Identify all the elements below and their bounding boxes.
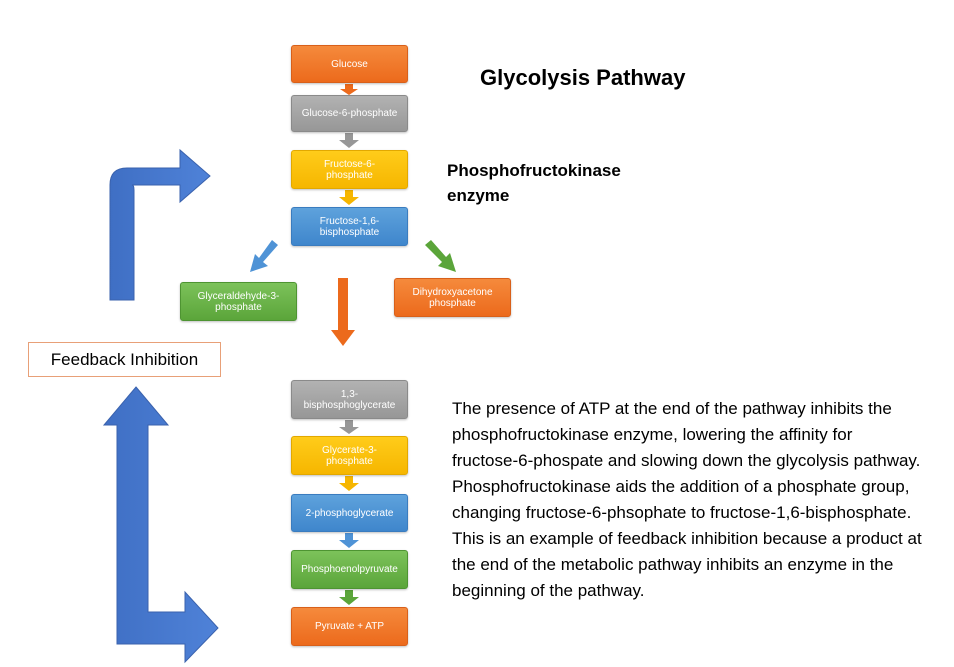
arrow-bpg-to-g3 xyxy=(339,420,359,434)
arrow-to-glyceraldehyde xyxy=(250,240,278,272)
arrow-glucose-to-g6p xyxy=(340,84,358,95)
feedback-arrow-upper xyxy=(109,148,211,301)
enzyme-label: Phosphofructokinase enzyme xyxy=(447,161,621,205)
step-fructose-6-phosphate: Fructose-6- phosphate xyxy=(291,150,408,189)
step-dihydroxyacetone-phosphate: Dihydroxyacetone phosphate xyxy=(394,278,511,317)
arrow-g3-to-2pg xyxy=(339,476,359,491)
feedback-inhibition-label: Feedback Inhibition xyxy=(28,342,221,377)
step-2-phosphoglycerate: 2-phosphoglycerate xyxy=(291,494,408,532)
step-arrows xyxy=(250,84,456,605)
arrow-pep-to-pyruvate xyxy=(339,590,359,605)
step-glucose-6-phosphate: Glucose-6-phosphate xyxy=(291,95,408,132)
step-glucose: Glucose xyxy=(291,45,408,83)
explanation-text: The presence of ATP at the end of the pa… xyxy=(452,399,922,600)
arrow-f6p-to-f16bp xyxy=(339,190,359,205)
feedback-arrow-lower xyxy=(102,386,219,664)
arrow-2pg-to-pep xyxy=(339,533,359,548)
step-glyceraldehyde-3-phosphate: Glyceraldehyde-3- phosphate xyxy=(180,282,297,321)
step-glycerate-3-phosphate: Glycerate-3- phosphate xyxy=(291,436,408,475)
step-1-3-bisphosphoglycerate: 1,3- bisphosphoglycerate xyxy=(291,380,408,419)
arrow-long-down xyxy=(331,278,355,346)
arrow-g6p-to-f6p xyxy=(339,133,359,148)
step-fructose-1-6-bisphosphate: Fructose-1,6- bisphosphate xyxy=(291,207,408,246)
arrow-to-dihydroxyacetone xyxy=(425,240,456,272)
step-pyruvate-atp: Pyruvate + ATP xyxy=(291,607,408,646)
step-phosphoenolpyruvate: Phosphoenolpyruvate xyxy=(291,550,408,589)
diagram-title: Glycolysis Pathway xyxy=(480,65,686,90)
